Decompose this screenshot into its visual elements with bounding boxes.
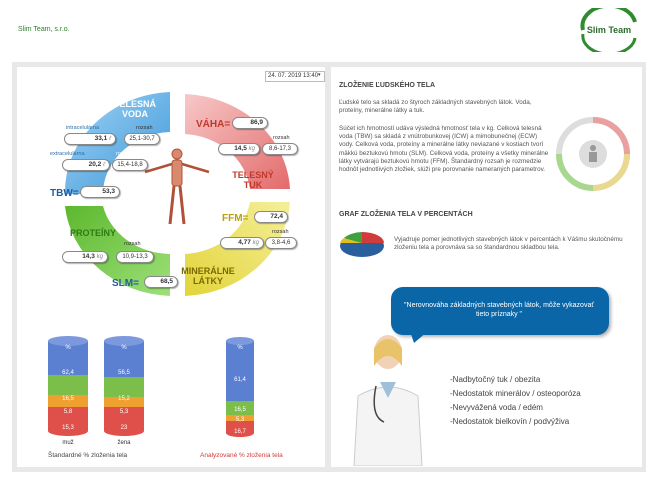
measured-percent: % (237, 345, 243, 351)
measured-orange: 5,3 (235, 417, 245, 423)
speech-bubble (391, 287, 609, 335)
symptom-item: -Nedostatok bielkovín / podvýživa (450, 417, 570, 426)
fat-range-label: rozsah (273, 135, 290, 141)
intracellular-value: 33,1 ℓ (64, 133, 116, 145)
cylinder-measured (226, 337, 254, 437)
mineral-segment (185, 202, 290, 296)
chevron-down-icon[interactable]: ▾ (318, 72, 321, 78)
female-percent: % (121, 345, 127, 351)
male-label: muž (62, 440, 74, 446)
protein-title: PROTEÍNY (70, 228, 117, 238)
tbw-label: TBW= (50, 188, 79, 199)
chart-section-text: Vyjadruje pomer jednotlivých stavebných … (394, 236, 623, 252)
protein-range: 10,9-13,3 (116, 251, 154, 263)
date-select[interactable]: 24. 07. 2019 13:40 (265, 71, 325, 82)
composition-detail: Súčet ich hmotností udáva výsledná hmotn… (339, 125, 549, 174)
female-green: 15,2 (118, 396, 130, 402)
pie-chart-icon (340, 232, 384, 257)
svg-text:Slim Team: Slim Team (587, 25, 631, 35)
body-figure (144, 148, 210, 225)
intra-range-label: rozsah (136, 125, 153, 131)
male-green: 16,5 (62, 396, 74, 402)
cylinder-female (104, 336, 144, 436)
fat-range: 8,6-17,3 (262, 143, 298, 155)
symptom-item: -Nadbytočný tuk / obezita (450, 375, 541, 384)
extracellular-range: 15,4-18,8 (112, 159, 148, 171)
extracellular-value: 20,2 ℓ (62, 159, 110, 171)
female-blue: 56,5 (118, 370, 130, 376)
doctor-illustration (353, 335, 423, 466)
composition-intro: Ľudské telo sa skladá zo štyroch základn… (339, 99, 532, 115)
intracellular-range: 25,1-30,7 (124, 133, 160, 145)
chart-section-title: GRAF ZLOŽENIA TELA V PERCENTÁCH (339, 211, 473, 218)
female-orange: 5,3 (119, 409, 129, 415)
weight-value: 86,9 (232, 117, 268, 129)
weight-label: VÁHA= (196, 119, 231, 130)
percent-cylinders (48, 336, 254, 437)
male-percent: % (65, 345, 71, 351)
protein-range-label: rozsah (124, 241, 141, 247)
mineral-title: MINERÁLNE LÁTKY (181, 266, 235, 286)
water-title: TELESNÁ VODA (113, 99, 156, 119)
mineral-range-label: rozsah (272, 229, 289, 235)
male-blue: 62,4 (62, 370, 74, 376)
fat-segment (185, 94, 290, 189)
slm-label: SLM= (112, 278, 139, 289)
company-name: Slim Team, s.r.o. (18, 26, 70, 33)
measured-blue: 61,4 (234, 377, 246, 383)
symptom-item: -Nevyvážená voda / edém (450, 403, 543, 412)
fat-title: TELESNÝ TUK (232, 170, 274, 190)
male-orange: 5,8 (63, 409, 73, 415)
measured-green: 16,5 (234, 407, 246, 413)
measured-red: 16,7 (234, 429, 246, 435)
extra-range-label: rozsah (116, 151, 133, 157)
slm-value: 68,5 (144, 276, 178, 288)
female-label: žena (117, 440, 131, 446)
bubble-text: "Nerovnováha základných stavebných látok… (404, 302, 594, 318)
protein-value: 14,3 kg (62, 251, 108, 263)
mineral-value: 4,77 kg (220, 237, 264, 249)
symptom-list: -Nadbytočný tuk / obezita -Nedostatok mi… (450, 373, 581, 429)
male-red: 15,3 (62, 425, 74, 431)
tbw-value: 53,3 (80, 186, 120, 198)
extracellular-label: extracelulárna (50, 151, 85, 157)
intracellular-label: intracelulárna (66, 125, 100, 131)
slim-team-logo: Slim Team (580, 8, 637, 52)
mineral-range: 3,8-4,6 (265, 237, 297, 249)
ffm-value: 72,4 (254, 211, 288, 223)
female-red: 23 (120, 425, 128, 431)
bubble-tail (410, 331, 428, 343)
cylinder-male (48, 336, 88, 436)
protein-segment (65, 206, 170, 296)
ffm-label: FFM= (222, 213, 249, 224)
body-composition-ring-icon (556, 117, 630, 191)
standard-caption: Štandardné % zloženia tela (48, 452, 128, 459)
fat-value: 14,5 kg (218, 143, 260, 155)
composition-title: ZLOŽENIE ĽUDSKÉHO TELA (339, 82, 436, 89)
analyzed-caption: Analyzované % zloženia tela (200, 452, 283, 459)
symptom-item: -Nedostatok minerálov / osteoporóza (450, 389, 581, 398)
